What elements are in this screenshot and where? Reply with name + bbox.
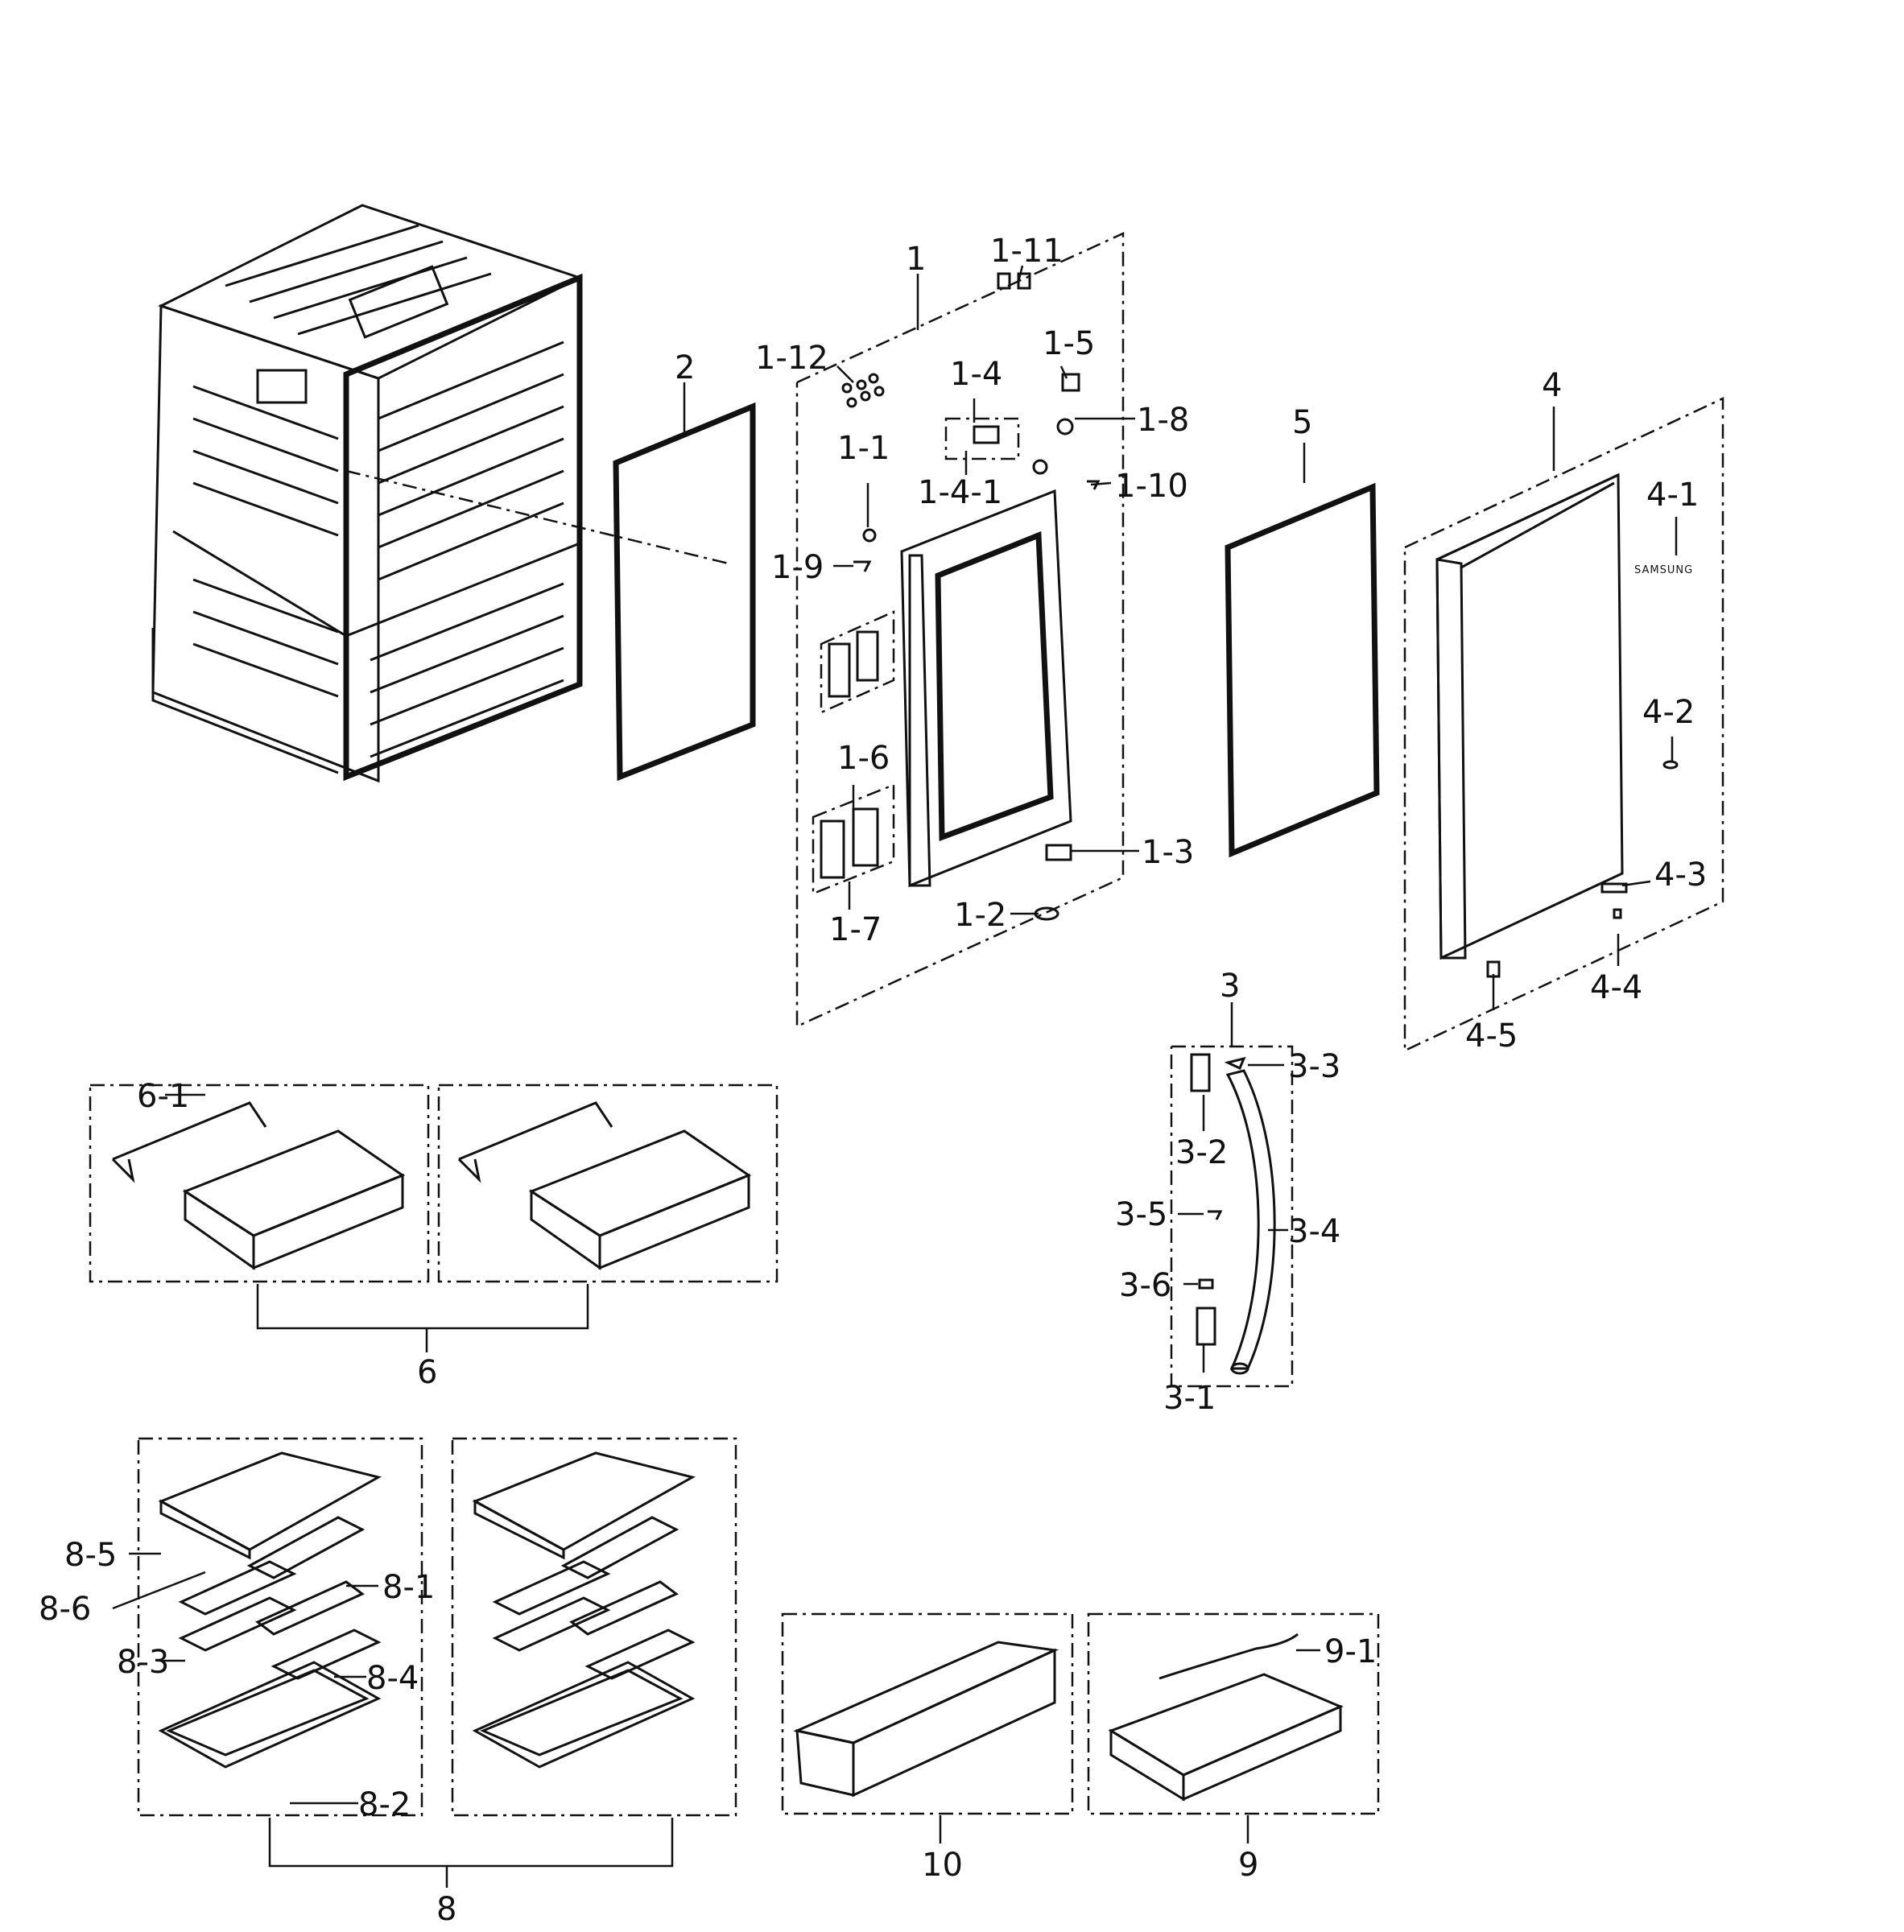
label-8-5: 8-5 — [64, 1537, 117, 1574]
label-1-11: 1-11 — [990, 233, 1064, 270]
drawer-6-right — [457, 1101, 752, 1270]
label-4-1: 4-1 — [1646, 477, 1699, 514]
label-10: 10 — [922, 1847, 963, 1884]
label-4-3: 4-3 — [1654, 857, 1707, 894]
label-1-4-1: 1-4-1 — [918, 474, 1002, 511]
tray-9 — [1108, 1633, 1344, 1802]
label-4-5: 4-5 — [1465, 1018, 1518, 1055]
group-outline-8-left — [137, 1437, 423, 1817]
bin-10 — [793, 1641, 1059, 1798]
gasket-part-2 — [613, 402, 756, 782]
cabinet-drawing — [151, 204, 583, 783]
group-outline-1 — [795, 232, 1125, 1028]
brand-mark-4-1: SAMSUNG — [1634, 564, 1693, 576]
group-outline-6-left — [89, 1084, 430, 1283]
label-3-6: 3-6 — [1119, 1267, 1171, 1304]
group-outline-6-right — [437, 1084, 779, 1283]
label-5: 5 — [1292, 404, 1312, 441]
label-4-2: 4-2 — [1642, 694, 1695, 731]
label-8-1: 8-1 — [382, 1569, 435, 1606]
label-8: 8 — [436, 1891, 456, 1928]
label-1-9: 1-9 — [771, 549, 824, 586]
label-1-6: 1-6 — [837, 740, 890, 777]
handle-part-3-4 — [1225, 1069, 1276, 1370]
door-liner-drawing — [900, 489, 1072, 888]
label-3-2: 3-2 — [1175, 1134, 1228, 1171]
group-outline-9 — [1087, 1612, 1380, 1815]
label-1-7: 1-7 — [829, 911, 882, 948]
label-1-1: 1-1 — [837, 430, 890, 467]
label-8-3: 8-3 — [117, 1644, 169, 1681]
label-1-2: 1-2 — [954, 897, 1006, 934]
label-8-6: 8-6 — [39, 1591, 91, 1628]
label-3-3: 3-3 — [1288, 1048, 1340, 1085]
label-1-12: 1-12 — [755, 340, 828, 377]
label-4: 4 — [1542, 367, 1562, 404]
label-1: 1 — [906, 241, 926, 278]
label-6: 6 — [417, 1354, 437, 1391]
label-4-4: 4-4 — [1590, 969, 1642, 1006]
door-4-drawing — [1435, 473, 1624, 960]
label-3-1: 3-1 — [1163, 1380, 1216, 1417]
group-outline-8-right — [451, 1437, 737, 1817]
label-3-4: 3-4 — [1288, 1213, 1340, 1250]
shelf-8-left — [158, 1451, 382, 1769]
group-outline-3 — [1170, 1045, 1294, 1388]
shelf-8-right — [472, 1451, 696, 1769]
label-9-1: 9-1 — [1324, 1633, 1377, 1670]
group-outline-10 — [781, 1612, 1074, 1815]
label-3: 3 — [1220, 968, 1240, 1005]
label-1-4: 1-4 — [950, 356, 1002, 393]
label-8-2: 8-2 — [358, 1786, 411, 1823]
gasket-part-5 — [1225, 482, 1380, 858]
label-8-4: 8-4 — [366, 1660, 419, 1697]
label-1-8: 1-8 — [1137, 402, 1189, 439]
label-3-5: 3-5 — [1115, 1196, 1167, 1233]
label-1-10: 1-10 — [1115, 468, 1188, 505]
group-outline-4 — [1403, 397, 1724, 1052]
label-6-1: 6-1 — [137, 1078, 189, 1115]
label-1-3: 1-3 — [1142, 834, 1194, 871]
label-1-5: 1-5 — [1043, 325, 1095, 362]
label-9: 9 — [1238, 1847, 1258, 1884]
label-2: 2 — [675, 349, 695, 386]
drawer-6-left — [111, 1101, 406, 1270]
